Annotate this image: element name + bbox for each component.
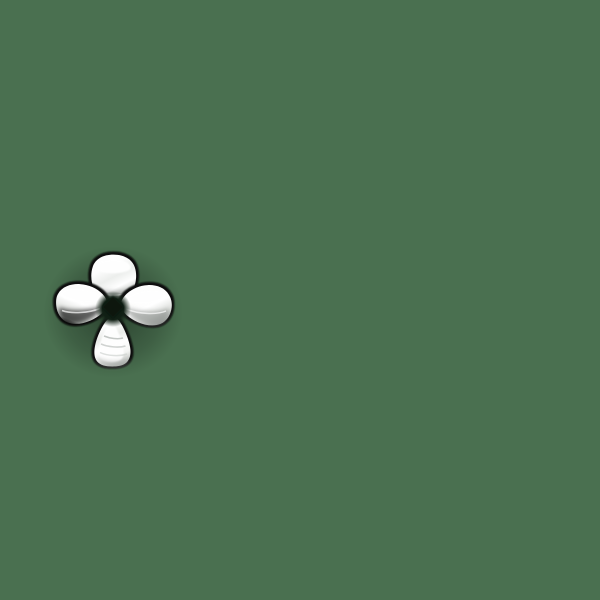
center-hub [95, 291, 131, 327]
petal-right-highlight [126, 290, 166, 304]
petal-bottom-ridge-1 [103, 335, 124, 340]
petal-bottom-highlight [99, 322, 124, 363]
petal-bottom-ridge-2 [100, 343, 126, 348]
petal-top-highlight [97, 259, 131, 274]
petal-left-highlight [61, 288, 101, 303]
petal-bottom [91, 314, 134, 369]
petal-left-shadow [59, 305, 103, 324]
petal-right [117, 281, 175, 328]
petal-bottom-ridge-3 [99, 351, 128, 357]
hub-core [102, 296, 124, 318]
petal-bottom-shadow [97, 357, 130, 368]
